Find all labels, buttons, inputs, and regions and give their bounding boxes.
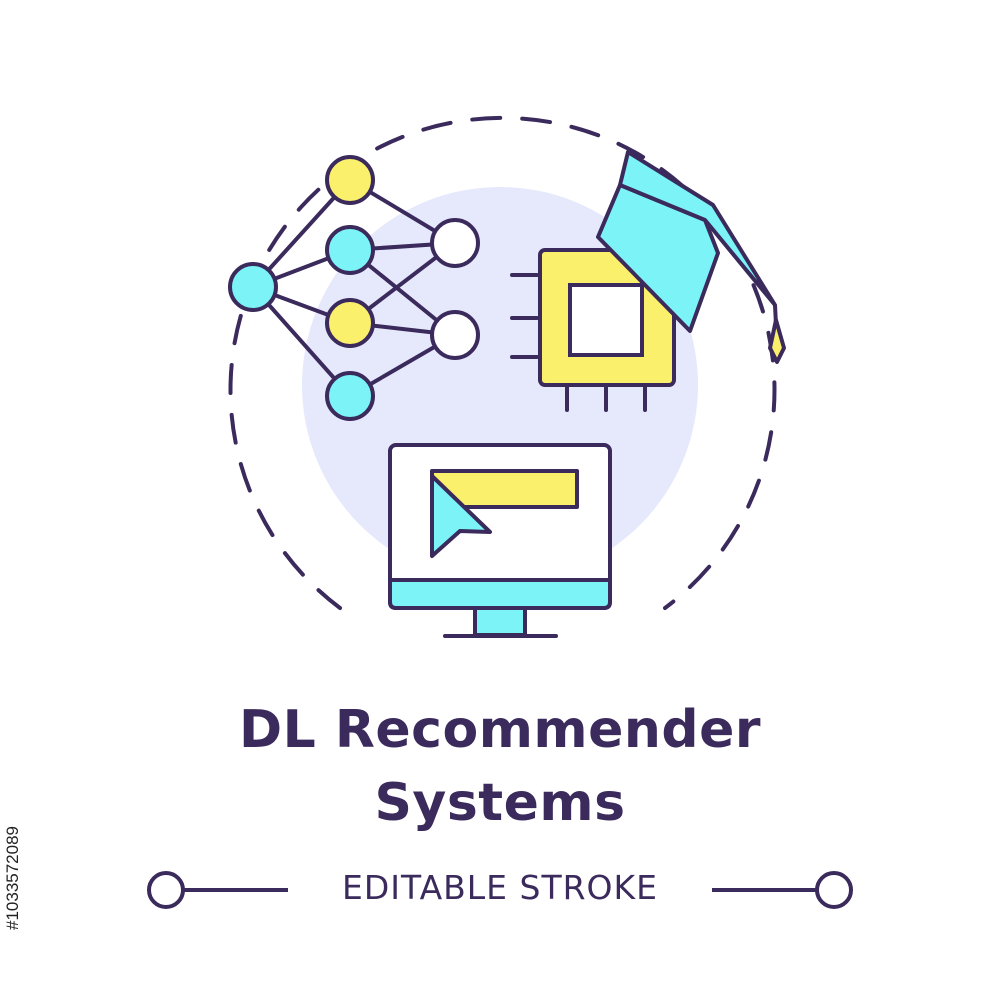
- left-handle-icon: [147, 871, 185, 909]
- stock-id-label: #1033572089: [3, 825, 22, 930]
- processor-chip-icon: [510, 248, 676, 412]
- footer-decoration: [147, 871, 853, 909]
- cursor-pointer-icon: [430, 474, 492, 558]
- right-handle-icon: [815, 871, 853, 909]
- dashed-ring: [228, 115, 777, 610]
- graduation-cap-icon: [596, 150, 786, 364]
- title-line-2: Systems: [374, 773, 626, 833]
- title-line-1: DL Recommender: [238, 700, 762, 760]
- neural-network-icon: [228, 155, 480, 421]
- monitor-icon: [388, 443, 612, 638]
- editable-stroke-label: EDITABLE STROKE: [341, 868, 659, 907]
